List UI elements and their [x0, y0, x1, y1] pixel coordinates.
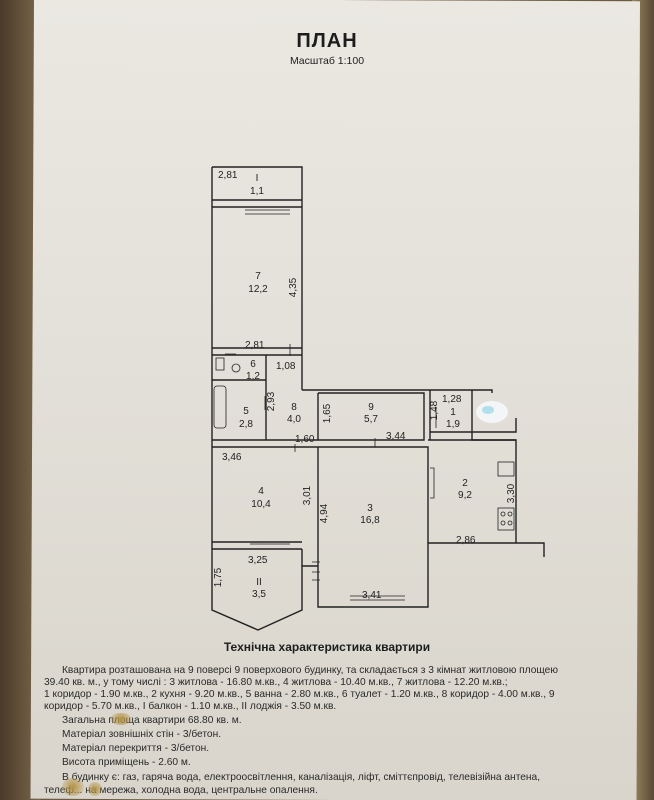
- room6-area: 1,2: [246, 371, 260, 382]
- room6-dim: 1,08: [276, 361, 296, 372]
- room3-number: 3: [367, 503, 373, 514]
- corridor-wall: [301, 355, 425, 441]
- paper-stain: [110, 713, 132, 725]
- room4-number: 4: [258, 486, 264, 497]
- room2-number: 2: [462, 478, 468, 489]
- balcony-wall: [212, 199, 302, 208]
- sink-icon: [215, 357, 225, 371]
- loggia-area: 3,5: [252, 589, 266, 600]
- room4-dim-bottom: 3,25: [248, 555, 268, 566]
- room1-dim-height: 1,48: [429, 400, 441, 421]
- room1-number: 1: [450, 407, 456, 418]
- balcony-area: 1,1: [250, 186, 264, 197]
- room1-wall: [429, 395, 472, 440]
- balcony-number: I: [255, 173, 259, 184]
- characteristics-line-4: коридор - 5.70 м.кв., I балкон - 1.10 м.…: [44, 701, 337, 712]
- characteristics-line-2: 39.40 кв. м., у тому числі : 3 житлова -…: [44, 677, 508, 688]
- paper-stain: [88, 782, 102, 796]
- room7-dim-width: 2,81: [245, 340, 265, 351]
- kitchen-sink-icon: [497, 461, 515, 477]
- room4-dim-width: 3,46: [222, 452, 242, 463]
- room2-dim-height: 3,30: [506, 483, 518, 504]
- room7-number: 7: [255, 271, 261, 282]
- toilet-icon: [231, 363, 241, 373]
- room5-number: 5: [243, 406, 249, 417]
- middle-wall: [212, 439, 429, 566]
- room8-dim: 1,60: [295, 434, 315, 445]
- scale-label: Масштаб 1:100: [289, 55, 365, 67]
- door-marks: [225, 209, 437, 601]
- room8-area: 4,0: [287, 414, 301, 425]
- characteristics-line-7: Матеріал перекриття - 3/бетон.: [62, 743, 210, 754]
- room7-area: 12,2: [248, 284, 268, 295]
- room2-dim-width: 2,86: [456, 535, 476, 546]
- room2-area: 9,2: [458, 490, 472, 501]
- characteristics-line-1: Квартира розташована на 9 поверсі 9 пове…: [62, 665, 558, 676]
- characteristics-line-9: В будинку є: газ, гаряча вода, електроос…: [62, 772, 541, 783]
- room1-dim-width: 1,28: [442, 394, 462, 405]
- characteristics-line-5: Загальна площа квартири 68.80 кв. м.: [62, 715, 242, 726]
- characteristics-line-8: Висота приміщень - 2.60 м.: [62, 757, 191, 768]
- room9-area: 5,7: [364, 414, 378, 425]
- room4-area: 10,4: [251, 499, 271, 510]
- room9-number: 9: [368, 402, 374, 413]
- characteristics-title: Технічна характеристика квартири: [223, 640, 431, 654]
- wc-wall: [212, 355, 267, 440]
- bathtub-icon: [213, 385, 227, 429]
- loggia-number: II: [256, 577, 262, 588]
- room9-dim-height: 1,65: [322, 403, 334, 424]
- characteristics-line-3: 1 коридор - 1.90 м.кв., 2 кухня - 9.20 м…: [44, 689, 555, 700]
- room5-area: 2,8: [239, 419, 253, 430]
- room8-number: 8: [291, 402, 297, 413]
- loggia-dim: 1,75: [213, 567, 225, 588]
- stove-icon: [497, 507, 515, 531]
- room6-number: 6: [250, 359, 256, 370]
- room9-dim-width: 3,44: [386, 431, 406, 442]
- balcony-dim: 2,81: [218, 170, 238, 181]
- room4-dim-height: 3,01: [302, 485, 314, 506]
- paper-stain: [62, 778, 84, 796]
- room3-dim-height: 4,94: [319, 503, 331, 524]
- room1-area: 1,9: [446, 419, 460, 430]
- room3-area: 16,8: [360, 515, 380, 526]
- page-title: ПЛАН: [296, 30, 358, 52]
- room7-wall: [212, 205, 303, 356]
- room3-dim-width: 3,41: [362, 590, 382, 601]
- room7-dim-height: 4,35: [288, 277, 300, 298]
- characteristics-line-10: телеф... на мережа, холодна вода, центра…: [44, 785, 318, 796]
- characteristics-line-6: Матеріал зовнішніх стін - 3/бетон.: [62, 729, 222, 740]
